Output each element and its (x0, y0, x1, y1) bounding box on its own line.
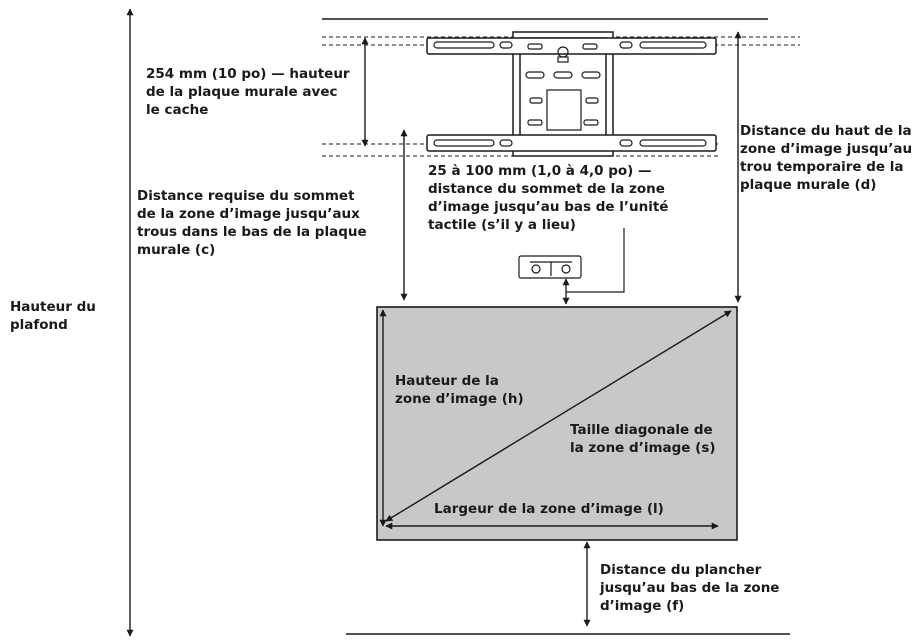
wall-plate-slots (433, 41, 707, 147)
touch-unit-distance-label: 25 à 100 mm (1,0 à 4,0 po) — distance du… (428, 163, 669, 233)
image-height-label: Hauteur de la zone d’image (h) (395, 373, 524, 407)
image-width-label: Largeur de la zone d’image (l) (434, 501, 664, 517)
touch-unit-leader (566, 228, 625, 293)
required-distance-label: Distance requise du sommet de la zone d’… (137, 188, 367, 258)
diagonal-size-label: Taille diagonale de la zone d’image (s) (570, 422, 716, 456)
temp-hole-distance-label: Distance du haut de la zone d’image jusq… (740, 123, 913, 193)
touch-unit (518, 255, 582, 279)
wall-plate (426, 31, 717, 157)
floor-distance-label: Distance du plancher jusqu’au bas de la … (600, 562, 780, 614)
ceiling-height-label: Hauteur du plafond (10, 299, 96, 333)
plate-height-label: 254 mm (10 po) — hauteur de la plaque mu… (146, 66, 350, 118)
diagonal-size-arrow (385, 310, 732, 522)
